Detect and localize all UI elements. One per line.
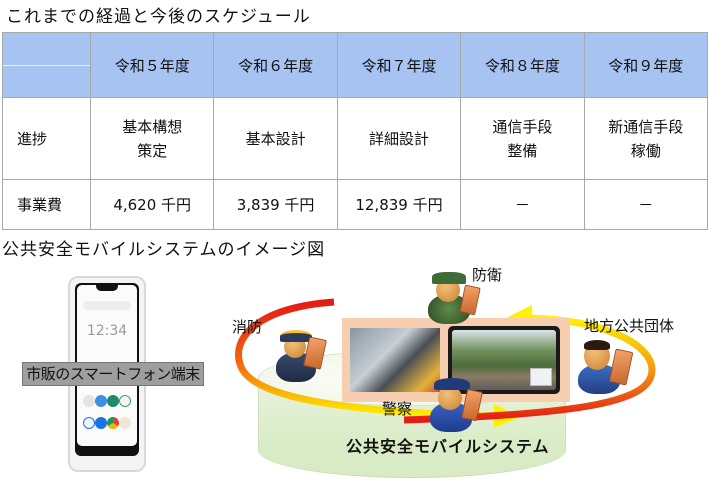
app-row-2 bbox=[83, 417, 131, 429]
progress-r6-line1: 基本設計 bbox=[245, 129, 306, 148]
arrow-right-arc bbox=[403, 314, 656, 424]
google-apps-icon bbox=[83, 395, 95, 407]
row-label-progress: 進捗 bbox=[2, 97, 91, 180]
progress-r8: 通信手段 整備 bbox=[460, 97, 585, 180]
progress-r5-line2: 策定 bbox=[137, 141, 168, 160]
progress-r7: 詳細設計 bbox=[336, 97, 462, 180]
smartphone-label: 市販のスマートフォン端末 bbox=[22, 362, 204, 386]
local-gov-figure bbox=[576, 336, 638, 394]
system-label: 公共安全モバイルシステム bbox=[346, 437, 550, 456]
photos-app-icon bbox=[119, 417, 131, 429]
cost-r9: － bbox=[583, 179, 709, 230]
police-cap-icon bbox=[434, 378, 470, 390]
cost-r6: 3,839 千円 bbox=[213, 179, 338, 230]
label-police: 警察 bbox=[382, 400, 413, 418]
progress-r9-line1: 新通信手段 bbox=[608, 117, 684, 136]
header-fy-r6: 令和６年度 bbox=[213, 32, 338, 98]
arrow-left-arc bbox=[235, 298, 497, 420]
phone-app-icon bbox=[83, 417, 95, 429]
fire-helmet-icon bbox=[280, 330, 312, 342]
cost-r5: 4,620 千円 bbox=[89, 179, 215, 230]
phone-clock: 12:34 bbox=[86, 323, 128, 339]
progress-r9: 新通信手段 稼働 bbox=[583, 97, 709, 180]
map-thumbnail bbox=[530, 368, 552, 386]
table-row-cost: 事業費 4,620 千円 3,839 千円 12,839 千円 － － bbox=[2, 179, 709, 230]
cost-r7: 12,839 千円 bbox=[336, 179, 462, 230]
table-header-row: 令和５年度 令和６年度 令和７年度 令和８年度 令和９年度 bbox=[2, 32, 709, 98]
field-photo-responder bbox=[350, 328, 440, 392]
header-fy-r5: 令和５年度 bbox=[89, 32, 215, 98]
schedule-title: これまでの経過と今後のスケジュール bbox=[6, 7, 311, 27]
play-store-icon bbox=[119, 395, 131, 407]
header-fy-r8: 令和８年度 bbox=[460, 32, 585, 98]
header-fy-r9: 令和９年度 bbox=[583, 32, 709, 98]
label-defense: 防衛 bbox=[472, 266, 503, 284]
progress-r5-line1: 基本構想 bbox=[122, 117, 183, 136]
progress-r9-line2: 稼働 bbox=[630, 141, 661, 160]
fire-dept-figure bbox=[272, 326, 330, 384]
progress-r5: 基本構想 策定 bbox=[89, 97, 215, 180]
smartphone-image: 12:34 bbox=[68, 276, 146, 472]
camera-app-icon bbox=[107, 395, 119, 407]
progress-r6: 基本設計 bbox=[213, 97, 338, 180]
chrome-icon bbox=[107, 417, 119, 429]
row-label-cost: 事業費 bbox=[2, 179, 91, 230]
defense-figure bbox=[426, 266, 484, 326]
progress-r8-line1: 通信手段 bbox=[492, 117, 553, 136]
google-search-bar bbox=[83, 301, 131, 310]
police-figure bbox=[428, 374, 486, 434]
smartphone-landslide-photo bbox=[448, 326, 560, 394]
phone-notch bbox=[96, 285, 118, 291]
schedule-table: 令和５年度 令和６年度 令和７年度 令和８年度 令和９年度 進捗 基本構想 策定… bbox=[2, 32, 709, 230]
label-local-gov: 地方公共団体 bbox=[584, 317, 675, 335]
progress-r8-line2: 整備 bbox=[507, 141, 538, 160]
system-diagram: 12:34 市販のスマートフォン端末 bbox=[0, 260, 710, 482]
header-fy-r7: 令和７年度 bbox=[336, 32, 462, 98]
clock-app-icon bbox=[95, 395, 107, 407]
app-row-1 bbox=[83, 395, 131, 407]
progress-r7-line1: 詳細設計 bbox=[368, 129, 429, 148]
hair-icon bbox=[584, 340, 610, 350]
header-corner-cell bbox=[2, 32, 91, 98]
label-fire: 消防 bbox=[232, 318, 263, 336]
camo-cap-icon bbox=[432, 272, 466, 284]
messages-app-icon bbox=[95, 417, 107, 429]
table-row-progress: 進捗 基本構想 策定 基本設計 詳細設計 通信手段 整備 新通信手段 稼働 bbox=[2, 97, 709, 180]
image-section-title: 公共安全モバイルシステムのイメージ図 bbox=[2, 240, 326, 260]
cost-r8: － bbox=[460, 179, 585, 230]
